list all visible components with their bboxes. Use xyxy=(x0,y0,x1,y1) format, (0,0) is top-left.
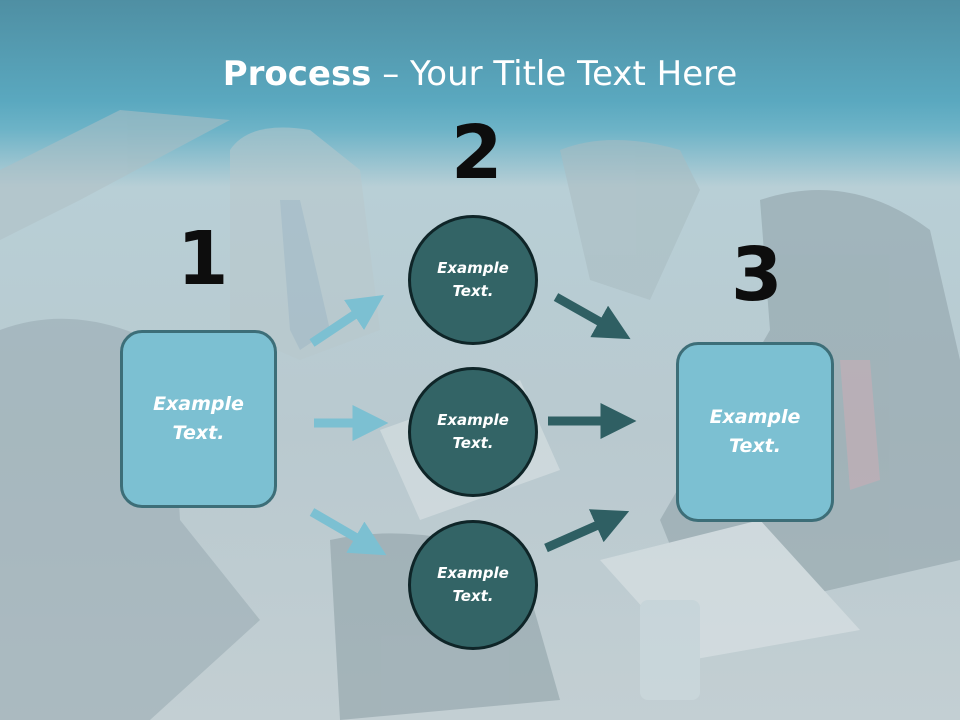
title-bold: Process xyxy=(222,54,372,94)
step-number-3: 3 xyxy=(731,232,783,318)
step-3-box: Example Text. xyxy=(676,342,834,522)
step-number-1: 1 xyxy=(177,216,229,302)
step-1-label: Example Text. xyxy=(153,393,244,444)
step-2-node-2-label: Example Text. xyxy=(437,411,509,452)
arrow-2c-to-3 xyxy=(544,509,630,553)
slide-title: Process – Your Title Text Here xyxy=(0,52,960,96)
step-2-node-3-label: Example Text. xyxy=(437,564,509,605)
step-2-node-1-label: Example Text. xyxy=(437,259,509,300)
step-number-2: 2 xyxy=(451,110,503,196)
step-2-node-1: Example Text. xyxy=(408,215,538,345)
step-2-node-2: Example Text. xyxy=(408,367,538,497)
arrow-1-to-2c xyxy=(309,508,387,556)
step-3-label: Example Text. xyxy=(709,406,801,457)
arrow-2a-to-3 xyxy=(553,293,631,340)
title-rest: – Your Title Text Here xyxy=(371,54,738,94)
arrow-1-to-2a xyxy=(309,295,384,347)
step-2-node-3: Example Text. xyxy=(408,520,538,650)
step-1-box: Example Text. xyxy=(120,330,277,508)
